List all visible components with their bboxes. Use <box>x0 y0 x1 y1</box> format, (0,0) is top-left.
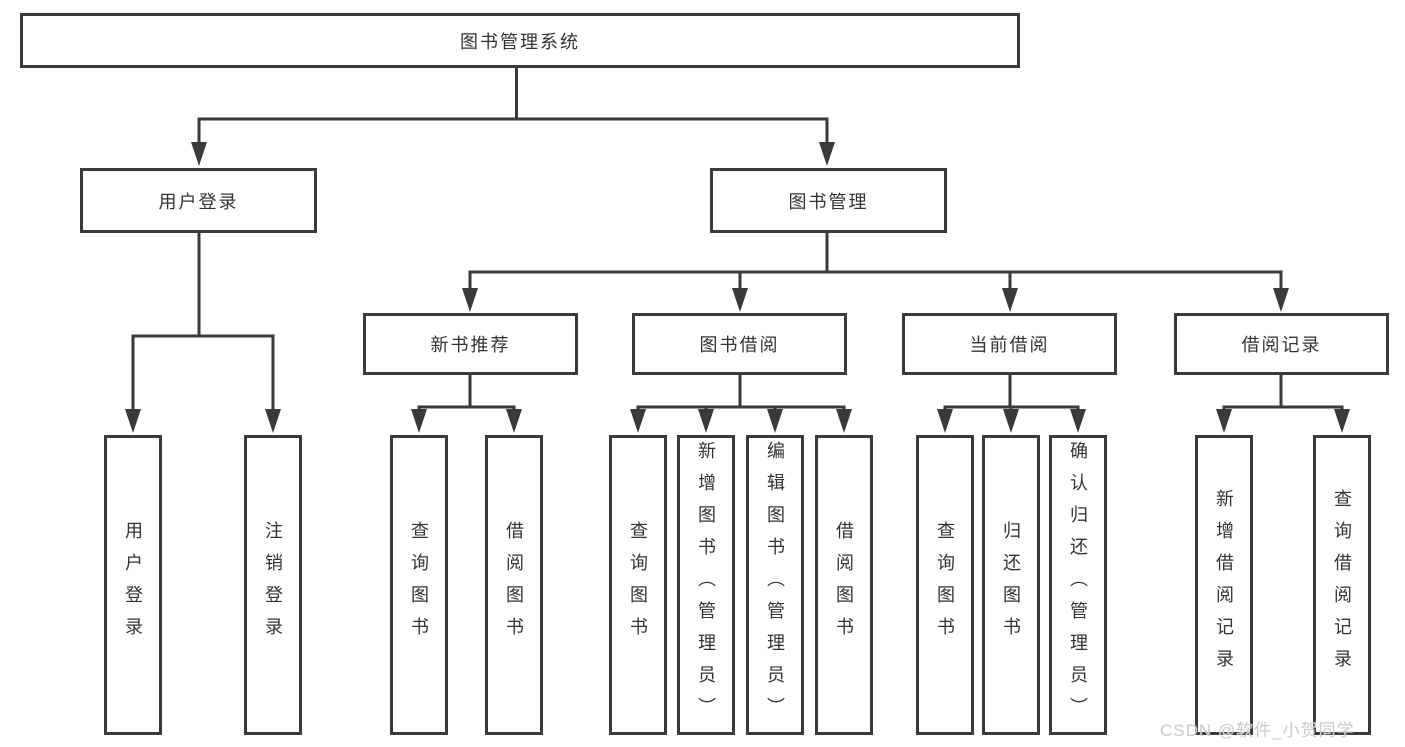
node-book-borrowing: 图书借阅 <box>632 313 847 375</box>
leaf-return-books: 归还图书 <box>982 435 1040 735</box>
node-new-book-recommendation: 新书推荐 <box>363 313 578 375</box>
leaf-user-login: 用户登录 <box>104 435 162 735</box>
leaf-add-books-admin: 新增图书（管理员） <box>677 435 735 735</box>
leaf-query-borrow-record: 查询借阅记录 <box>1313 435 1371 735</box>
leaf-query-books-borrowing: 查询图书 <box>609 435 667 735</box>
leaf-borrow-books-recommend: 借阅图书 <box>485 435 543 735</box>
node-current-borrowing: 当前借阅 <box>902 313 1117 375</box>
watermark: CSDN @软件_小贺同学 <box>1160 721 1355 740</box>
leaf-confirm-return-admin: 确认归还（管理员） <box>1049 435 1107 735</box>
leaf-logout-login: 注销登录 <box>244 435 302 735</box>
node-book-management: 图书管理 <box>710 168 947 233</box>
leaf-query-books-recommend: 查询图书 <box>390 435 448 735</box>
leaf-edit-books-admin: 编辑图书（管理员） <box>746 435 804 735</box>
node-user-login: 用户登录 <box>80 168 317 233</box>
node-borrowing-records: 借阅记录 <box>1174 313 1389 375</box>
leaf-add-borrow-record: 新增借阅记录 <box>1195 435 1253 735</box>
leaf-query-books-current: 查询图书 <box>916 435 974 735</box>
leaf-borrow-books-borrowing: 借阅图书 <box>815 435 873 735</box>
node-library-system: 图书管理系统 <box>20 13 1020 68</box>
